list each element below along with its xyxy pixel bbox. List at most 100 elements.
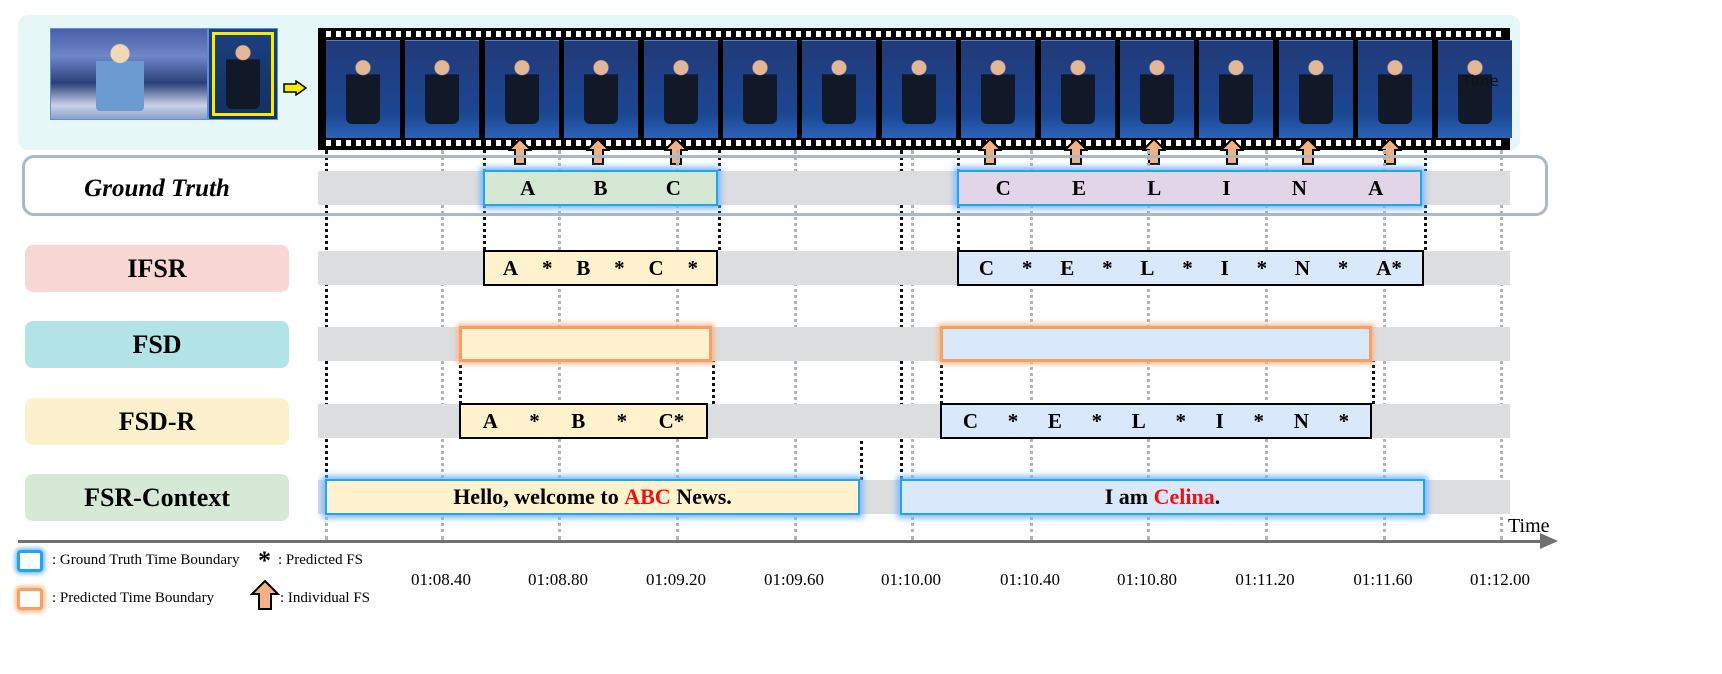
individual-fs-arrow-icon (250, 580, 280, 610)
signer-figure (226, 45, 260, 109)
fingerspelling-token: A (520, 175, 536, 200)
signer-figure (743, 60, 777, 124)
individual-fs-arrow-icon (508, 138, 532, 165)
segment-fsr-context: I am Celina. (900, 479, 1425, 515)
signer-figure (1457, 60, 1492, 124)
ground-truth-frame (22, 155, 1548, 216)
fingerspelling-token: A* (1376, 255, 1402, 280)
axis-tick-label: 01:10.40 (1000, 570, 1060, 589)
fingerspelling-token: * (1102, 255, 1113, 280)
fingerspelling-token: N (1293, 408, 1309, 433)
individual-fs-arrow-icon (1220, 138, 1244, 165)
segment-fsd (940, 326, 1372, 362)
film-frame (961, 40, 1036, 138)
film-frame (405, 40, 480, 138)
fingerspelling-token: B (593, 175, 608, 200)
fingerspelling-token: I (1222, 175, 1231, 200)
fingerspelling-token: C (995, 175, 1011, 200)
axis-tick-label: 01:10.00 (881, 570, 941, 589)
fingerspelling-token: * (1256, 255, 1268, 280)
filmstrip (318, 28, 1512, 150)
film-perforations-bottom (326, 140, 1502, 146)
fingerspelling-token: B (571, 408, 586, 433)
film-frame (643, 40, 718, 138)
individual-fs-arrow-icon (978, 138, 1002, 165)
fingerspelling-token: C (978, 255, 995, 280)
axis-tick-label: 01:09.20 (646, 570, 706, 589)
fingerspelling-token: I (1215, 408, 1224, 433)
row-label-fsd-r: FSD-R (25, 398, 289, 445)
legend-gt-boundary: : Ground Truth Time Boundary (52, 552, 240, 568)
fingerspelling-token: * (1007, 408, 1019, 433)
fingerspelling-token: * (529, 408, 540, 433)
film-frame (1437, 40, 1512, 138)
row-label-fsr-context: FSR-Context (25, 474, 289, 521)
individual-fs-arrow-icon (1296, 138, 1320, 165)
film-frame (564, 40, 639, 138)
sentence-part: News. (670, 484, 732, 509)
axis-tick-label: 01:08.40 (411, 570, 471, 589)
signer-figure (346, 60, 380, 124)
segment-fsr-context: Hello, welcome to ABC News. (325, 479, 860, 515)
signer-figure (584, 60, 619, 124)
individual-fs-arrow-icon (586, 138, 610, 165)
sentence-part: I am (1104, 484, 1154, 509)
axis-tick-label: 01:11.60 (1353, 570, 1413, 589)
signer-figure (663, 60, 698, 124)
fingerspelling-token: C (962, 408, 979, 433)
signer-figure (1378, 60, 1413, 124)
signer-figure (1060, 60, 1095, 124)
signer-figure (1219, 60, 1254, 124)
fingerspelling-token: * (1175, 408, 1186, 433)
time-axis-label: Time (1508, 515, 1550, 537)
fingerspelling-token: * (1253, 408, 1265, 433)
fingerspelling-token: E (1071, 175, 1086, 200)
signer-figure (425, 60, 460, 124)
boundary-line (940, 330, 943, 410)
film-frame (1040, 40, 1115, 138)
sentence-part: Hello, welcome to (453, 484, 625, 509)
axis-tick-label: 01:09.60 (764, 570, 824, 589)
row-label-fsd: FSD (25, 321, 289, 368)
time-axis (18, 540, 1546, 543)
signer-figure (901, 60, 936, 124)
boundary-line (459, 330, 462, 410)
axis-tick-label: 01:08.80 (528, 570, 588, 589)
film-time-label: Time (1462, 72, 1499, 90)
individual-fs-arrow-icon (1142, 138, 1166, 165)
fingerspelling-token: L (1147, 175, 1162, 200)
segment-fsd (459, 326, 712, 362)
fingerspelling-token: N (1291, 175, 1307, 200)
fingerspelling-token: A (1368, 175, 1384, 200)
fingerspelling-token: L (1140, 255, 1155, 280)
fingerspelling-token: A (482, 408, 498, 433)
signer-highlight-box (212, 32, 274, 116)
fingerspelling-token: * (687, 255, 699, 280)
film-frame (802, 40, 877, 138)
boundary-line (860, 430, 863, 510)
film-frame (326, 40, 400, 138)
signer-figure (1298, 60, 1333, 124)
sentence-part: . (1214, 484, 1221, 509)
signer-figure (1140, 60, 1174, 124)
fingerspelling-token: C* (658, 408, 685, 433)
boundary-line (1372, 330, 1375, 410)
yellow-arrow-icon (283, 80, 307, 96)
film-frame (723, 40, 797, 138)
film-frame (1120, 40, 1194, 138)
sentence-part: Celina (1153, 484, 1215, 509)
news-broadcast-image (50, 28, 208, 120)
fingerspelling-token: E (1047, 408, 1062, 433)
fingerspelling-token: * (616, 408, 628, 433)
signer-crop-image (208, 28, 278, 120)
axis-tick-label: 01:12.00 (1470, 570, 1530, 589)
segment-ifsr: A*B*C* (483, 250, 718, 286)
signer-figure (822, 60, 857, 124)
fingerspelling-token: A (502, 255, 519, 280)
row-label-ground-truth: Ground Truth (84, 174, 230, 202)
fingerspelling-token: I (1220, 255, 1229, 280)
signer-figure (981, 60, 1016, 124)
segment-fsd-r: A * B * C* (459, 403, 708, 439)
